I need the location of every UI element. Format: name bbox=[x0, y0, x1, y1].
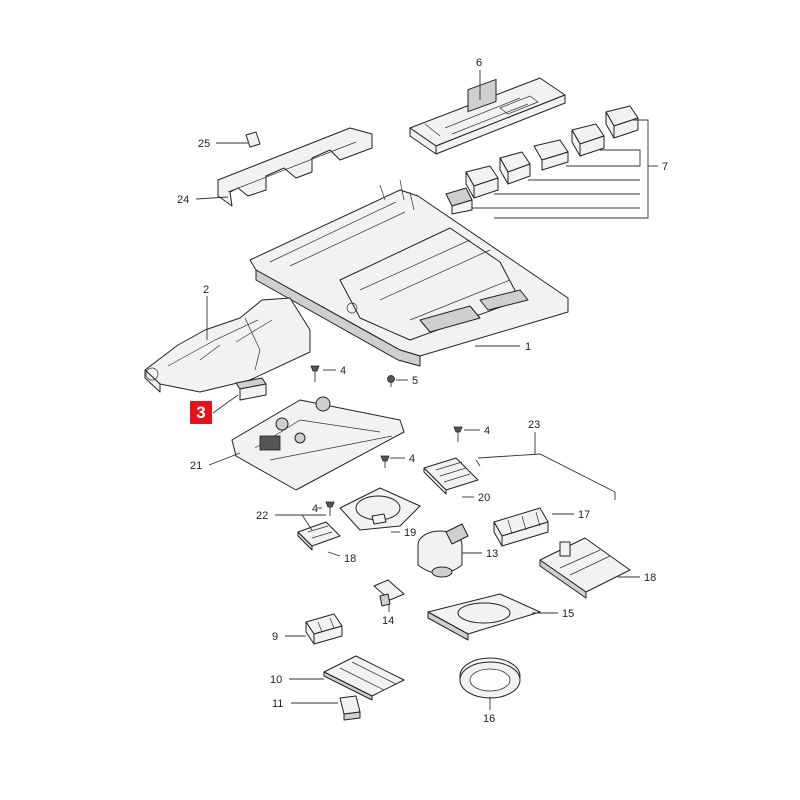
callout-4-b: 4 bbox=[484, 425, 490, 437]
part-18-small-board bbox=[297, 521, 341, 551]
part-2-cover bbox=[144, 297, 311, 393]
callout-4-d: 4 bbox=[312, 503, 318, 515]
callout-9: 9 bbox=[272, 631, 278, 643]
callout-23: 23 bbox=[528, 419, 540, 431]
part-14-frame bbox=[427, 593, 541, 641]
callout-labels: 6 7 25 24 2 1 4 5 4 4 4 23 21 20 22 19 1… bbox=[177, 57, 668, 725]
callout-18: 18 bbox=[344, 553, 356, 565]
callout-4-a: 4 bbox=[340, 365, 346, 377]
part-21-circuit-board bbox=[231, 396, 405, 491]
highlight-callout-badge bbox=[190, 401, 212, 424]
callout-7: 7 bbox=[662, 161, 668, 173]
callout-14: 15 bbox=[562, 608, 574, 620]
part-6-switch-panel bbox=[409, 77, 566, 155]
callout-17: 18 bbox=[644, 572, 656, 584]
callout-22: 22 bbox=[256, 510, 268, 522]
part-4-screw-b bbox=[453, 426, 463, 442]
callout-21: 21 bbox=[190, 460, 202, 472]
part-10-board bbox=[323, 655, 405, 701]
callout-3-highlighted: 3 bbox=[196, 403, 206, 422]
part-7-switches bbox=[445, 105, 639, 215]
callout-5: 5 bbox=[412, 375, 418, 387]
callout-16: 17 bbox=[578, 509, 590, 521]
callout-2: 2 bbox=[203, 284, 209, 296]
callout-1: 1 bbox=[525, 341, 531, 353]
part-24-bracket bbox=[217, 127, 373, 207]
part-9-switch bbox=[305, 613, 343, 645]
callout-12: 13 bbox=[486, 548, 498, 560]
part-16-switch-block bbox=[493, 507, 549, 547]
part-19-bracket-plate bbox=[339, 487, 421, 531]
part-17-tray bbox=[539, 537, 631, 599]
callout-19: 19 bbox=[404, 527, 416, 539]
part-20-module bbox=[423, 457, 479, 495]
leader-lines bbox=[195, 70, 658, 710]
callout-15: 16 bbox=[483, 713, 495, 725]
part-3-connector bbox=[235, 377, 267, 401]
callout-11: 11 bbox=[272, 698, 283, 710]
part-25-clip bbox=[245, 131, 261, 148]
callout-25: 25 bbox=[198, 138, 210, 150]
part-13-clip bbox=[373, 579, 405, 607]
part-4-screw-d bbox=[325, 501, 335, 516]
callout-10: 10 bbox=[270, 674, 282, 686]
callout-4-c: 4 bbox=[409, 453, 415, 465]
part-23-wire-harness bbox=[475, 453, 616, 500]
callout-20: 20 bbox=[478, 492, 490, 504]
part-12-sensor-unit bbox=[417, 523, 469, 578]
part-4-screw-a bbox=[310, 365, 320, 382]
part-4-screw-c bbox=[380, 455, 390, 468]
part-11-knob bbox=[339, 695, 361, 721]
callout-13: 14 bbox=[382, 615, 394, 627]
part-15-ring bbox=[459, 657, 521, 699]
part-1-console-housing bbox=[249, 179, 569, 367]
callout-24: 24 bbox=[177, 194, 189, 206]
part-5-screw bbox=[387, 375, 395, 387]
callout-6: 6 bbox=[476, 57, 482, 69]
